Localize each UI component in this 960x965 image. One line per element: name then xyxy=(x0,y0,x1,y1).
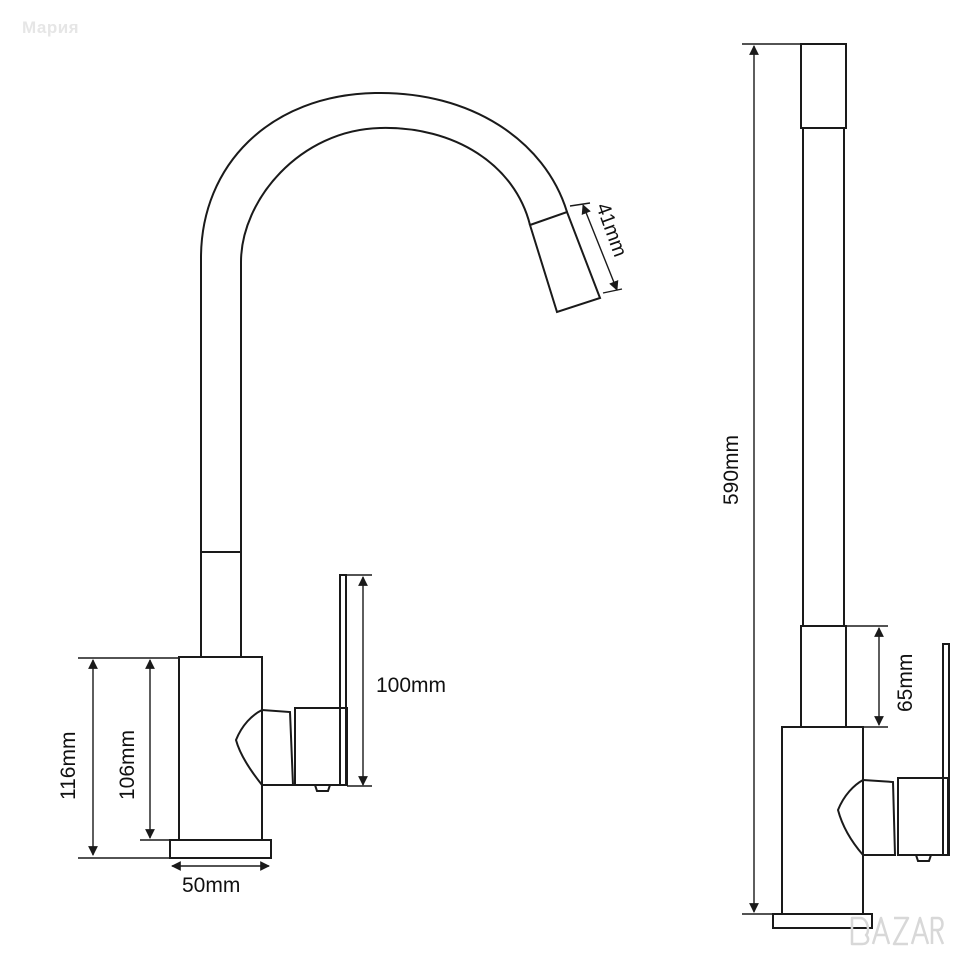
dim-outlet-diameter: 41mm xyxy=(591,200,631,260)
front-view-dimensions xyxy=(742,43,888,915)
front-view-labels: 590mm 65mm xyxy=(720,435,917,712)
side-view xyxy=(169,91,602,859)
front-lever-blade xyxy=(942,643,950,856)
side-view-dimensions xyxy=(78,202,623,871)
watermark-text: Мария xyxy=(22,18,80,37)
spout-tube-inner xyxy=(240,126,531,552)
dim-total-height: 590mm xyxy=(720,435,743,505)
spout-tube-outer xyxy=(200,91,568,552)
dim-lever-height: 100mm xyxy=(376,674,446,697)
front-spout-tube xyxy=(802,127,845,627)
spout-outlet xyxy=(528,210,602,314)
side-view-labels: 41mm 100mm 116mm 106mm 50mm xyxy=(57,200,631,897)
front-outlet-cap xyxy=(800,43,847,129)
dim-body-inner-height: 106mm xyxy=(116,730,139,800)
front-lever-knob xyxy=(914,854,933,862)
dim-body-to-spout: 65mm xyxy=(894,654,917,712)
base-plate xyxy=(169,839,272,859)
lever-knob xyxy=(313,784,332,792)
bazar-logo xyxy=(850,916,945,946)
lever-blade xyxy=(339,574,347,786)
front-lever-block xyxy=(897,777,949,856)
front-spout-collar xyxy=(800,625,847,728)
front-lever-cam xyxy=(836,778,897,856)
front-view xyxy=(772,43,950,929)
front-body xyxy=(781,726,864,915)
faucet-body xyxy=(178,656,263,841)
spout-collar xyxy=(200,551,242,658)
lever-cam xyxy=(234,708,295,786)
front-base-plate xyxy=(772,913,873,929)
dim-body-height: 116mm xyxy=(57,732,80,800)
dim-base-width: 50mm xyxy=(182,874,240,897)
